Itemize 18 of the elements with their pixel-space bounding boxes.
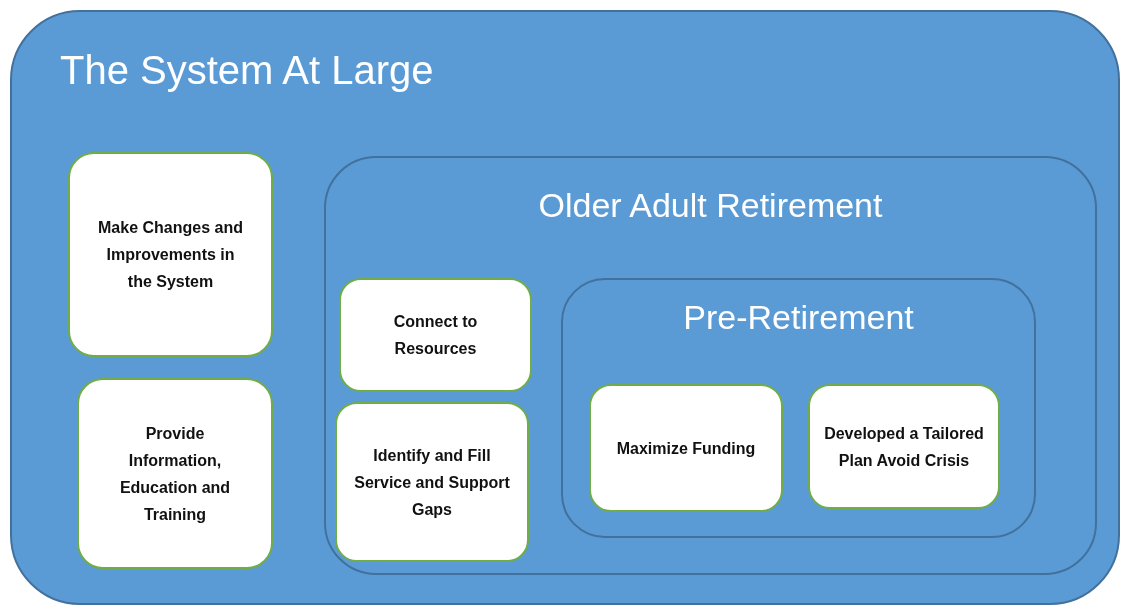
group-title: Pre-Retirement	[682, 300, 915, 334]
box-label: Make Changes and Improvements in the System	[97, 218, 244, 292]
box-label: Developed a Tailored Plan Avoid Crisis	[824, 423, 984, 471]
group-panel	[324, 156, 1097, 575]
box-label: Maximize Funding	[615, 438, 757, 459]
box-label: Provide Information, Education and Training	[118, 423, 232, 525]
group-title: The System At Large	[60, 50, 434, 90]
group-panel	[10, 10, 1120, 605]
rounded-box	[339, 278, 532, 392]
rounded-box	[68, 152, 273, 357]
rounded-box	[335, 402, 529, 562]
box-label: Connect to Resources	[392, 312, 479, 359]
rounded-box	[589, 384, 783, 512]
box-label: Identify and Fill Service and Support Gaps	[353, 445, 511, 520]
group-panel	[561, 278, 1036, 538]
rounded-box	[77, 378, 273, 569]
rounded-box	[808, 384, 1000, 509]
group-title: Older Adult Retirement	[537, 188, 884, 222]
